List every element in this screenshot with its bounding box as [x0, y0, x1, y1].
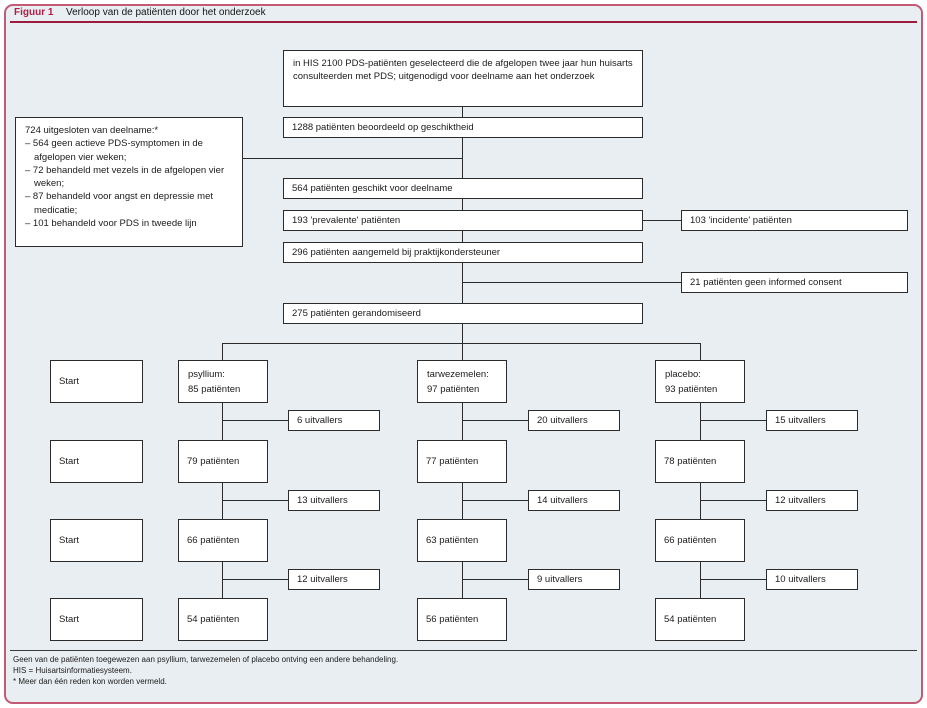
- timeline-box-4: Start: [50, 598, 143, 641]
- box-assessed: 1288 patiënten beoordeeld op geschikthei…: [283, 117, 643, 138]
- arm-count: 93 patiënten: [665, 384, 718, 396]
- dropout-psyllium-1: 6 uitvallers: [288, 410, 380, 431]
- connector-line: [222, 483, 223, 519]
- connector-line: [462, 562, 463, 598]
- excluded-item: – 564 geen actieve PDS-symptomen in de a…: [25, 138, 203, 163]
- arm-psyllium-row-1: 79 patiënten: [178, 440, 268, 483]
- connector-line: [462, 343, 463, 360]
- connector-line: [222, 562, 223, 598]
- box-incident: 103 'incidente' patiënten: [681, 210, 908, 231]
- figure-label: Figuur 1: [14, 7, 54, 18]
- footnote-line: HIS = Huisartsinformatiesysteem.: [13, 666, 132, 676]
- arm-tarwezemelen-row-2: 63 patiënten: [417, 519, 507, 562]
- box-eligible: 564 patiënten geschikt voor deelname: [283, 178, 643, 199]
- box-no-consent: 21 patiënten geen informed consent: [681, 272, 908, 293]
- connector-line: [462, 199, 463, 210]
- arm-placebo-row-1: 78 patiënten: [655, 440, 745, 483]
- arm-count: 97 patiënten: [427, 384, 480, 396]
- footnotes: Geen van de patiënten toegewezen aan psy…: [13, 654, 398, 687]
- box-intro: in HIS 2100 PDS-patiënten geselecteerd d…: [283, 50, 643, 107]
- connector-line: [700, 483, 701, 519]
- footnote-line: * Meer dan één reden kon worden vermeld.: [13, 677, 167, 687]
- arm-header-psyllium: psyllium: 85 patiënten: [178, 360, 268, 403]
- connector-line: [222, 343, 223, 360]
- connector-line: [462, 324, 463, 343]
- connector-line: [700, 420, 766, 421]
- box-randomized: 275 patiënten gerandomiseerd: [283, 303, 643, 324]
- arm-count: 85 patiënten: [188, 384, 241, 396]
- box-registered: 296 patiënten aangemeld bij praktijkonde…: [283, 242, 643, 263]
- arm-name: placebo:: [665, 369, 701, 380]
- arm-psyllium-row-3: 54 patiënten: [178, 598, 268, 641]
- connector-line: [700, 579, 766, 580]
- connector-line: [462, 231, 463, 242]
- connector-line: [700, 562, 701, 598]
- arm-placebo-row-2: 66 patiënten: [655, 519, 745, 562]
- dropout-tarwezemelen-1: 20 uitvallers: [528, 410, 620, 431]
- excluded-title: 724 uitgesloten van deelname:*: [25, 125, 159, 136]
- arm-name: psyllium:: [188, 369, 225, 380]
- excluded-item: – 87 behandeld voor angst en depressie m…: [25, 191, 214, 216]
- connector-line: [462, 483, 463, 519]
- connector-line: [462, 579, 528, 580]
- connector-line: [643, 220, 681, 221]
- connector-line: [222, 500, 288, 501]
- dropout-psyllium-2: 13 uitvallers: [288, 490, 380, 511]
- timeline-box-3: Start: [50, 519, 143, 562]
- arm-placebo-row-3: 54 patiënten: [655, 598, 745, 641]
- footer-rule: [10, 650, 917, 652]
- excluded-item: – 101 behandeld voor PDS in tweede lijn: [25, 218, 197, 230]
- arm-header-placebo: placebo: 93 patiënten: [655, 360, 745, 403]
- connector-line: [243, 158, 463, 159]
- excluded-item: – 72 behandeld met vezels in de afgelope…: [25, 164, 225, 190]
- connector-line: [222, 343, 701, 344]
- dropout-placebo-2: 12 uitvallers: [766, 490, 858, 511]
- footnote-line: Geen van de patiënten toegewezen aan psy…: [13, 655, 399, 664]
- connector-line: [462, 403, 463, 440]
- arm-name: tarwezemelen:: [427, 369, 489, 380]
- connector-line: [700, 403, 701, 440]
- box-prevalent: 193 'prevalente' patiënten: [283, 210, 643, 231]
- connector-line: [462, 420, 528, 421]
- arm-tarwezemelen-row-1: 77 patiënten: [417, 440, 507, 483]
- dropout-placebo-1: 15 uitvallers: [766, 410, 858, 431]
- dropout-tarwezemelen-3: 9 uitvallers: [528, 569, 620, 590]
- arm-tarwezemelen-row-3: 56 patiënten: [417, 598, 507, 641]
- connector-line: [700, 500, 766, 501]
- connector-line: [462, 282, 681, 283]
- arm-header-tarwezemelen: tarwezemelen: 97 patiënten: [417, 360, 507, 403]
- connector-line: [462, 107, 463, 117]
- dropout-placebo-3: 10 uitvallers: [766, 569, 858, 590]
- connector-line: [222, 579, 288, 580]
- connector-line: [222, 420, 288, 421]
- dropout-psyllium-3: 12 uitvallers: [288, 569, 380, 590]
- timeline-box-2: Start: [50, 440, 143, 483]
- connector-line: [462, 500, 528, 501]
- dropout-tarwezemelen-2: 14 uitvallers: [528, 490, 620, 511]
- figure-title: Verloop van de patiënten door het onderz…: [66, 7, 266, 18]
- title-rule: [10, 21, 917, 23]
- arm-psyllium-row-2: 66 patiënten: [178, 519, 268, 562]
- connector-line: [222, 403, 223, 440]
- timeline-box-1: Start: [50, 360, 143, 403]
- box-excluded: 724 uitgesloten van deelname:* – 564 gee…: [15, 117, 243, 247]
- connector-line: [700, 343, 701, 360]
- connector-line: [462, 263, 463, 303]
